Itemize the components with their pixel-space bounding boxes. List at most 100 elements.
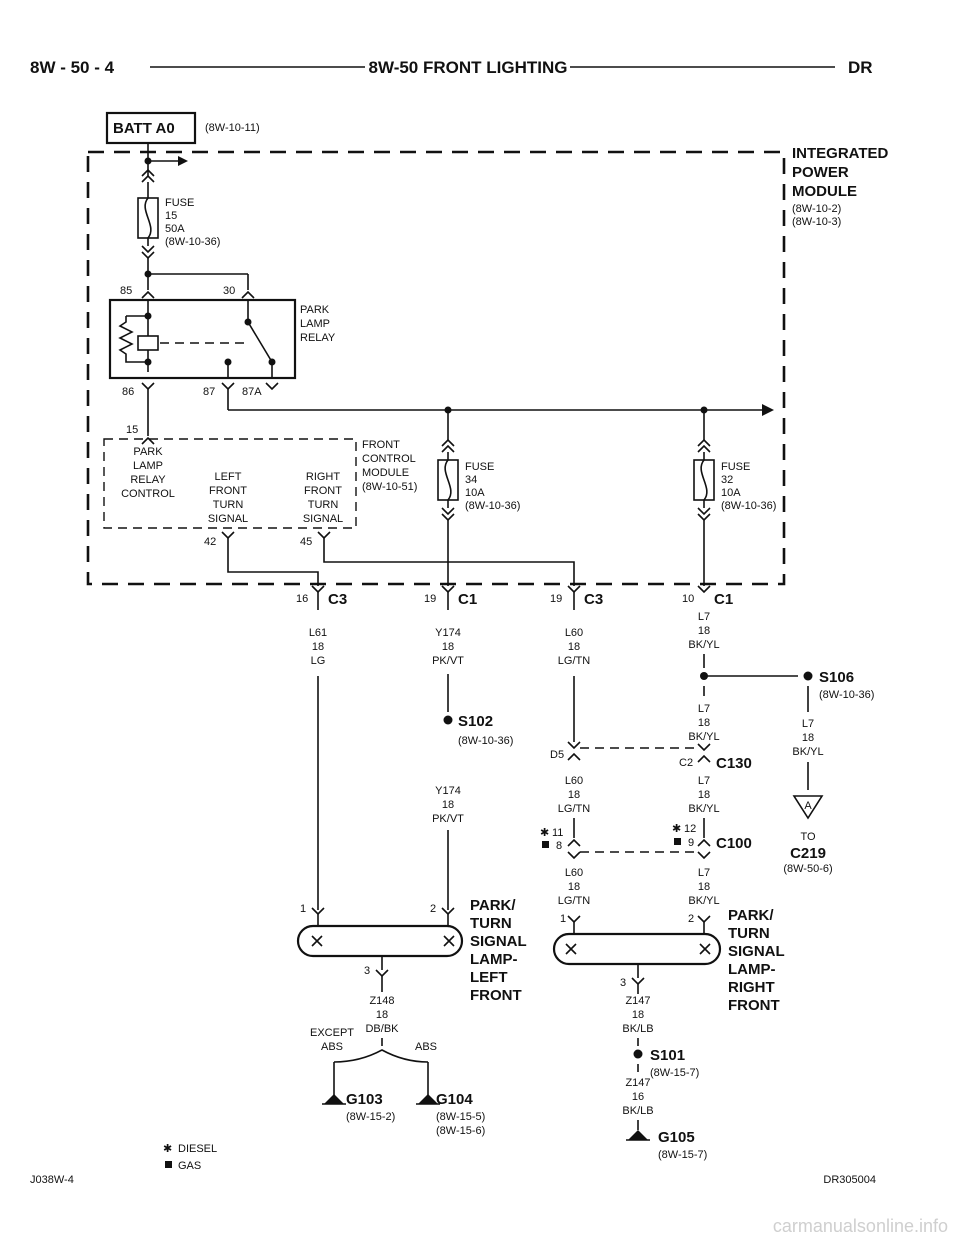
wire-y174a-2: 18 bbox=[442, 641, 454, 653]
lamp-right-name-1: PARK/ bbox=[728, 907, 774, 924]
lamp-right-pin2: 2 bbox=[688, 913, 694, 925]
lamp-right-pin3: 3 bbox=[620, 977, 626, 989]
wire-l7b-2: 18 bbox=[698, 717, 710, 729]
wire-z147b-1: Z147 bbox=[625, 1077, 650, 1089]
wire-l7a-3: BK/YL bbox=[688, 639, 719, 651]
g105-name: G105 bbox=[658, 1129, 695, 1146]
wire-z147a-3: BK/LB bbox=[622, 1023, 653, 1035]
fcm-rf-3: TURN bbox=[308, 499, 339, 511]
page-number: 8W - 50 - 4 bbox=[30, 58, 115, 77]
relay-name-3: RELAY bbox=[300, 332, 336, 344]
wire-l7b-1: L7 bbox=[698, 703, 710, 715]
wire-l61-2: 18 bbox=[312, 641, 324, 653]
fuse34-l3: 10A bbox=[465, 487, 485, 499]
splice-s101-dot bbox=[633, 1049, 643, 1059]
c219-to: TO bbox=[800, 831, 816, 843]
lamp-left-name-5: LEFT bbox=[470, 969, 508, 986]
c130-d5: D5 bbox=[550, 749, 564, 761]
c100-p12: 12 bbox=[684, 823, 696, 835]
legend-diesel: DIESEL bbox=[178, 1143, 217, 1155]
fcm-prc-2: LAMP bbox=[133, 460, 163, 472]
fuse15-l3: 50A bbox=[165, 223, 185, 235]
wire-y174b-2: 18 bbox=[442, 799, 454, 811]
lamp-left-pin3: 3 bbox=[364, 965, 370, 977]
splice-s102: S102 bbox=[458, 713, 493, 730]
relay-name-2: LAMP bbox=[300, 318, 330, 330]
wire-l7c-2: 18 bbox=[698, 789, 710, 801]
wire-y174a-1: Y174 bbox=[435, 627, 461, 639]
wire-l61-3: LG bbox=[311, 655, 326, 667]
c100-p9: 9 bbox=[688, 837, 694, 849]
c100-p12-mark: ✱ bbox=[672, 823, 681, 835]
wire-l61-1: L61 bbox=[309, 627, 327, 639]
conn-c3a: C3 bbox=[328, 591, 347, 608]
lamp-right-name-6: FRONT bbox=[728, 997, 780, 1014]
c100-p11-mark: ✱ bbox=[540, 827, 549, 839]
c100-p9-mark bbox=[674, 838, 681, 845]
g105-ground-icon bbox=[628, 1130, 648, 1140]
lamp-left-name-2: TURN bbox=[470, 915, 512, 932]
fuse34-l1: FUSE bbox=[465, 461, 494, 473]
wire-l7e-2: 18 bbox=[802, 732, 814, 744]
wire-z147a-1: Z147 bbox=[625, 995, 650, 1007]
wire-z147a-2: 18 bbox=[632, 1009, 644, 1021]
wire-l60b-3: LG/TN bbox=[558, 803, 590, 815]
batt-ref: (8W-10-11) bbox=[205, 122, 260, 134]
fcm-prc-3: RELAY bbox=[130, 474, 166, 486]
splice-s106-ref: (8W-10-36) bbox=[819, 689, 874, 701]
g103-name: G103 bbox=[346, 1091, 383, 1108]
model-code: DR bbox=[848, 58, 873, 77]
fcm-boundary bbox=[103, 438, 357, 529]
wire-l7d-3: BK/YL bbox=[688, 895, 719, 907]
splice-s102-dot bbox=[443, 715, 453, 725]
wire-y174b-3: PK/VT bbox=[432, 813, 464, 825]
relay-pin-87: 87 bbox=[203, 386, 215, 398]
lamp-right-name-2: TURN bbox=[728, 925, 770, 942]
fuse34-l4: (8W-10-36) bbox=[465, 500, 520, 512]
wire-l7b-3: BK/YL bbox=[688, 731, 719, 743]
lamp-right-pin1: 1 bbox=[560, 913, 566, 925]
wire-l7e-3: BK/YL bbox=[792, 746, 823, 758]
wire-l7a-1: L7 bbox=[698, 611, 710, 623]
fcm-lf-4: SIGNAL bbox=[208, 513, 248, 525]
ipm-ref-2: (8W-10-3) bbox=[792, 216, 841, 228]
wire-l60a-2: 18 bbox=[568, 641, 580, 653]
g103-ref: (8W-15-2) bbox=[346, 1111, 395, 1123]
wire-l60c-3: LG/TN bbox=[558, 895, 590, 907]
legend-diesel-mark: ✱ bbox=[163, 1143, 172, 1155]
ipm-ref-1: (8W-10-2) bbox=[792, 203, 841, 215]
ground-abs: ABS bbox=[415, 1041, 437, 1053]
conn-c3b: C3 bbox=[584, 591, 603, 608]
fcm-rf-1: RIGHT bbox=[306, 471, 341, 483]
fuse32-l2: 32 bbox=[721, 474, 733, 486]
conn-c1b-pin: 10 bbox=[682, 593, 694, 605]
conn-c1b: C1 bbox=[714, 591, 733, 608]
fcm-pin-15: 15 bbox=[126, 424, 138, 436]
wire-l60a-1: L60 bbox=[565, 627, 583, 639]
relay-pin-30: 30 bbox=[223, 285, 235, 297]
lamp-right-name-3: SIGNAL bbox=[728, 943, 785, 960]
c100-p11: 11 bbox=[552, 827, 563, 839]
fuse32-l4: (8W-10-36) bbox=[721, 500, 776, 512]
fcm-title-1: FRONT bbox=[362, 439, 400, 451]
wire-y174a-3: PK/VT bbox=[432, 655, 464, 667]
wire-l60b-1: L60 bbox=[565, 775, 583, 787]
wire-l7c-3: BK/YL bbox=[688, 803, 719, 815]
c100-p8-mark bbox=[542, 841, 549, 848]
fcm-lf-1: LEFT bbox=[215, 471, 242, 483]
c130-c2: C2 bbox=[679, 757, 693, 769]
fuse34-l2: 34 bbox=[465, 474, 477, 486]
ipm-title-3: MODULE bbox=[792, 183, 857, 200]
fuse15-l1: FUSE bbox=[165, 197, 194, 209]
lamp-left bbox=[296, 924, 464, 958]
lamp-right bbox=[552, 932, 722, 966]
fuse15-l2: 15 bbox=[165, 210, 177, 222]
g104-name: G104 bbox=[436, 1091, 473, 1108]
batt-label: BATT A0 bbox=[113, 120, 175, 137]
fcm-lf-3: TURN bbox=[213, 499, 244, 511]
c219-arrow bbox=[792, 795, 824, 820]
c100-name: C100 bbox=[716, 835, 752, 852]
fcm-title-2: CONTROL bbox=[362, 453, 416, 465]
lamp-left-name-3: SIGNAL bbox=[470, 933, 527, 950]
